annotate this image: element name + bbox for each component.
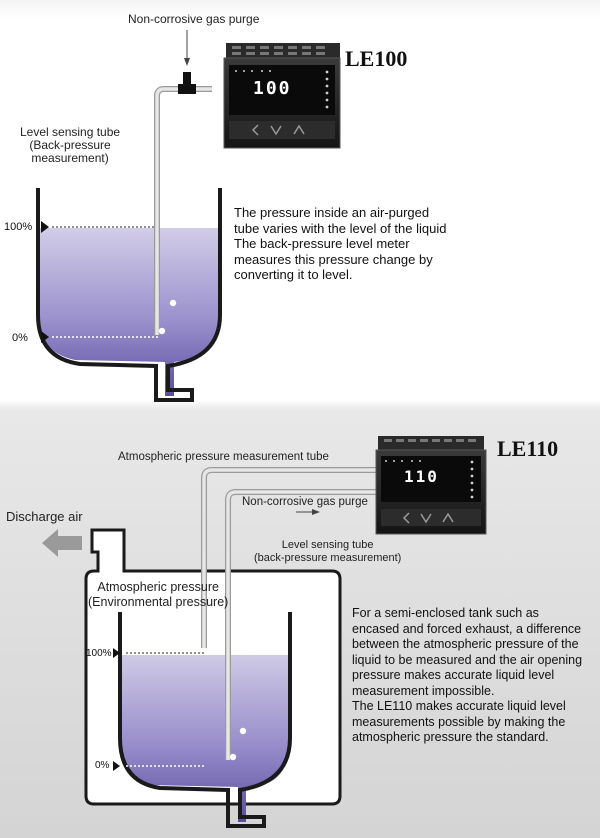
controller-display-le100: 100 <box>253 78 292 99</box>
bubble <box>229 753 237 761</box>
model-name-le110: LE110 <box>497 436 559 461</box>
description-1: The pressure inside an air-purged tube v… <box>234 205 447 282</box>
description-2: For a semi-enclosed tank such as encased… <box>352 606 583 744</box>
bubble <box>239 727 247 735</box>
level-low-label-1: 0% <box>12 332 28 344</box>
bubble <box>169 299 177 307</box>
sensing-tube-label-2: Level sensing tube (back-pressure measur… <box>254 539 402 564</box>
bubble <box>158 327 166 335</box>
gas-purge-label-1: Non-corrosive gas purge <box>128 12 260 26</box>
sensing-tube-label-1: Level sensing tube (Back-pressure measur… <box>20 125 121 165</box>
gas-purge-label-2: Non-corrosive gas purge <box>242 496 368 508</box>
discharge-air-label: Discharge air <box>6 509 83 524</box>
purge-arrow-2 <box>312 509 320 515</box>
level-low-label-2: 0% <box>95 760 110 771</box>
atmospheric-tube-label: Atmospheric pressure measurement tube <box>118 451 329 463</box>
liquid-2 <box>120 655 290 822</box>
tank-wall-2 <box>118 612 292 828</box>
level-high-label-2: 100% <box>86 648 112 659</box>
controller-le110 <box>375 436 487 535</box>
level-0-marker-1 <box>41 331 49 343</box>
controller-display-le110: 110 <box>404 467 439 486</box>
tee-fitting-1 <box>178 84 196 94</box>
controller-le100 <box>223 43 341 149</box>
liquid-1 <box>38 228 220 396</box>
model-name-le100: LE100 <box>345 46 408 71</box>
atmospheric-pressure-label: Atmospheric pressure (Environmental pres… <box>88 580 229 609</box>
level-0-marker-2 <box>113 761 120 771</box>
level-100-marker-2 <box>113 648 120 658</box>
level-100-marker-1 <box>41 221 49 233</box>
purge-arrow-1 <box>184 58 190 66</box>
discharge-arrow <box>42 529 82 557</box>
level-high-label-1: 100% <box>4 221 33 233</box>
